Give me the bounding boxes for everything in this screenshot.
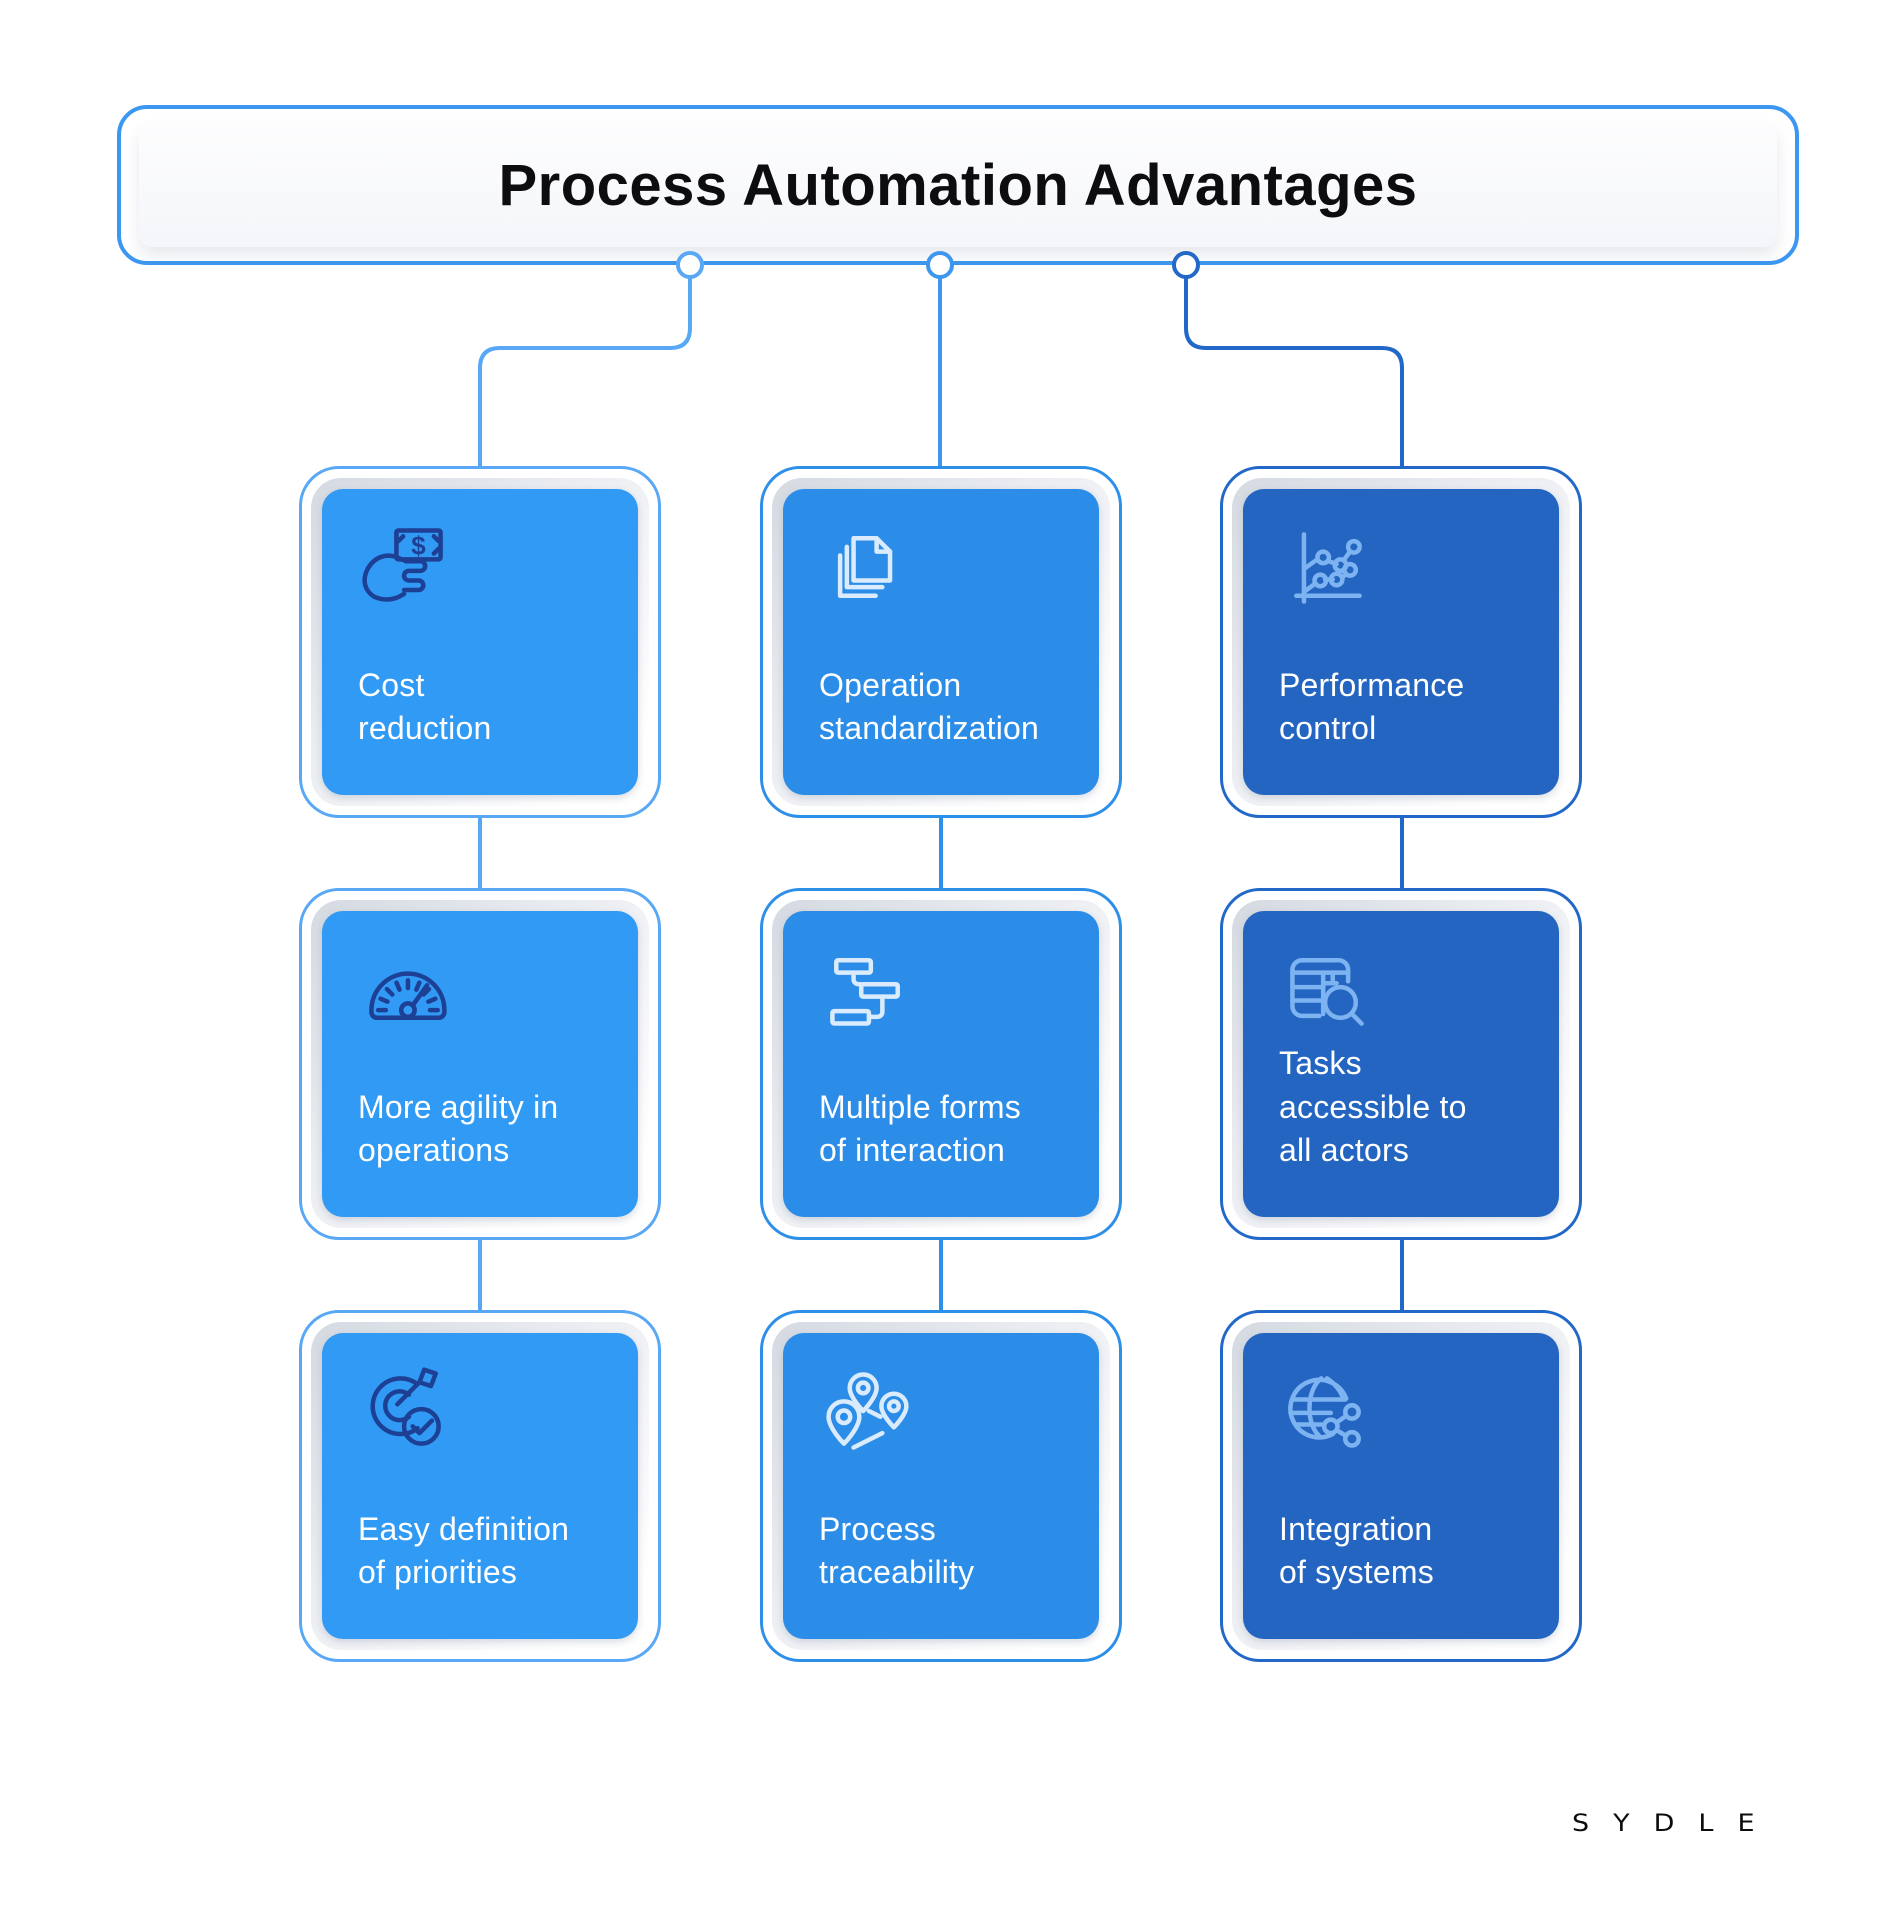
- card-tasks-accessible: Tasks accessible to all actors: [1220, 888, 1582, 1240]
- sydle-logo: SYDLE: [1572, 1810, 1779, 1838]
- cash-hand-icon: $: [358, 519, 454, 615]
- card-process-traceability: Process traceability: [760, 1310, 1122, 1662]
- line-chart-icon: [1279, 519, 1375, 615]
- card-performance-control: Performance control: [1220, 466, 1582, 818]
- card-label: Tasks accessible to all actors: [1279, 1045, 1467, 1169]
- document-stack-icon: [819, 519, 915, 615]
- title-panel: Process Automation Advantages: [139, 123, 1777, 247]
- flow-blocks-icon: [819, 941, 915, 1037]
- card-label: Cost reduction: [358, 666, 492, 747]
- target-check-icon: [358, 1363, 454, 1459]
- column-3: Performance control Tasks accessible to …: [1220, 466, 1582, 1662]
- card-easy-priorities: Easy definition of priorities: [299, 1310, 661, 1662]
- svg-text:$: $: [411, 533, 426, 561]
- card-label: Easy definition of priorities: [358, 1510, 570, 1591]
- map-pins-icon: [819, 1363, 915, 1459]
- card-multiple-interaction: Multiple forms of interaction: [760, 888, 1122, 1240]
- card-label: Operation standardization: [819, 666, 1040, 747]
- column-2: Operation standardization Multiple forms…: [760, 466, 1122, 1662]
- globe-network-icon: [1279, 1363, 1375, 1459]
- connector-right: [1184, 265, 1404, 472]
- card-operation-standardization: Operation standardization: [760, 466, 1122, 818]
- card-label: Performance control: [1279, 666, 1465, 747]
- card-label: Integration of systems: [1279, 1510, 1434, 1591]
- table-magnifier-icon: [1279, 941, 1375, 1037]
- card-cost-reduction: $ Cost reduction: [299, 466, 661, 818]
- card-integration-systems: Integration of systems: [1220, 1310, 1582, 1662]
- page-title: Process Automation Advantages: [498, 152, 1418, 218]
- title-box: Process Automation Advantages: [117, 105, 1799, 265]
- card-label: Multiple forms of interaction: [819, 1088, 1021, 1169]
- connector-left: [478, 265, 692, 472]
- speedometer-icon: [358, 941, 454, 1037]
- card-label: Process traceability: [819, 1510, 975, 1591]
- card-label: More agility in operations: [358, 1088, 559, 1169]
- card-more-agility: More agility in operations: [299, 888, 661, 1240]
- column-1: $ Cost reduction More agility in operati…: [299, 466, 661, 1662]
